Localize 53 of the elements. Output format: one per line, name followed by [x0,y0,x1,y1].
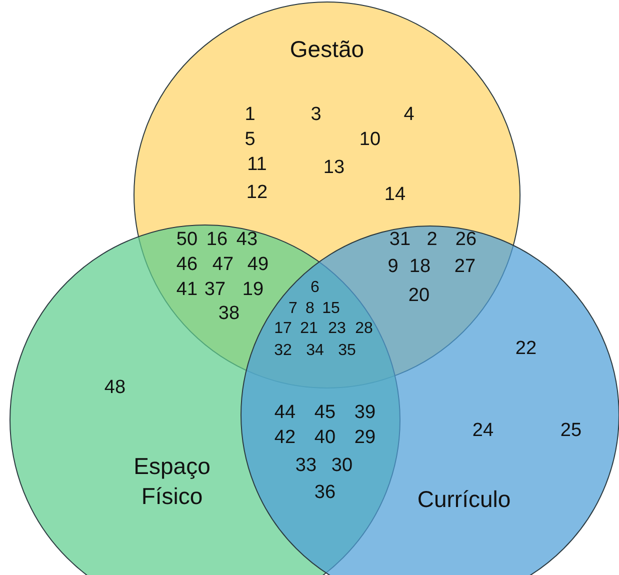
item-number: 2 [426,229,438,251]
item-number: 41 [176,279,198,301]
item-number: 25 [560,420,582,442]
item-number: 14 [384,184,406,206]
item-number: 23 [328,320,346,338]
item-number: 19 [242,279,264,301]
set-title: Currículo [417,485,511,514]
set-title: Gestão [290,35,364,64]
item-number: 29 [354,427,376,449]
item-number: 40 [314,427,336,449]
item-number: 44 [274,402,296,424]
item-number: 6 [310,279,320,297]
item-number: 4 [404,104,414,126]
item-number: 47 [212,254,234,276]
item-number: 21 [300,320,318,338]
item-number: 39 [354,402,376,424]
item-number: 16 [206,229,228,251]
item-number: 45 [314,402,336,424]
item-number: 38 [218,303,240,325]
item-number: 20 [408,285,430,307]
item-number: 50 [176,229,198,251]
item-number: 49 [247,254,269,276]
item-number: 8 [306,300,314,318]
item-number: 26 [455,229,477,251]
set-title: Espaço Físico [132,452,212,511]
item-number: 33 [295,455,317,477]
item-number: 27 [454,256,476,278]
item-number: 7 [288,300,298,318]
item-number: 9 [388,256,398,278]
item-number: 46 [176,254,198,276]
item-number: 3 [310,104,322,126]
item-number: 48 [104,377,126,399]
item-number: 15 [322,300,340,318]
item-number: 37 [204,279,226,301]
item-number: 24 [472,420,494,442]
item-number: 11 [247,154,267,176]
item-number: 17 [274,320,292,338]
item-number: 36 [314,482,336,504]
item-number: 10 [359,129,381,151]
item-number: 18 [409,256,431,278]
item-number: 42 [274,427,296,449]
item-number: 34 [306,342,324,360]
item-number: 12 [246,182,268,204]
item-number: 13 [323,157,345,179]
item-number: 1 [244,104,256,126]
item-number: 28 [355,320,373,338]
item-number: 22 [515,338,537,360]
item-number: 32 [274,342,292,360]
item-number: 35 [338,342,356,360]
item-number: 43 [236,229,258,251]
item-number: 31 [389,229,411,251]
item-number: 5 [244,129,256,151]
item-number: 30 [331,455,353,477]
